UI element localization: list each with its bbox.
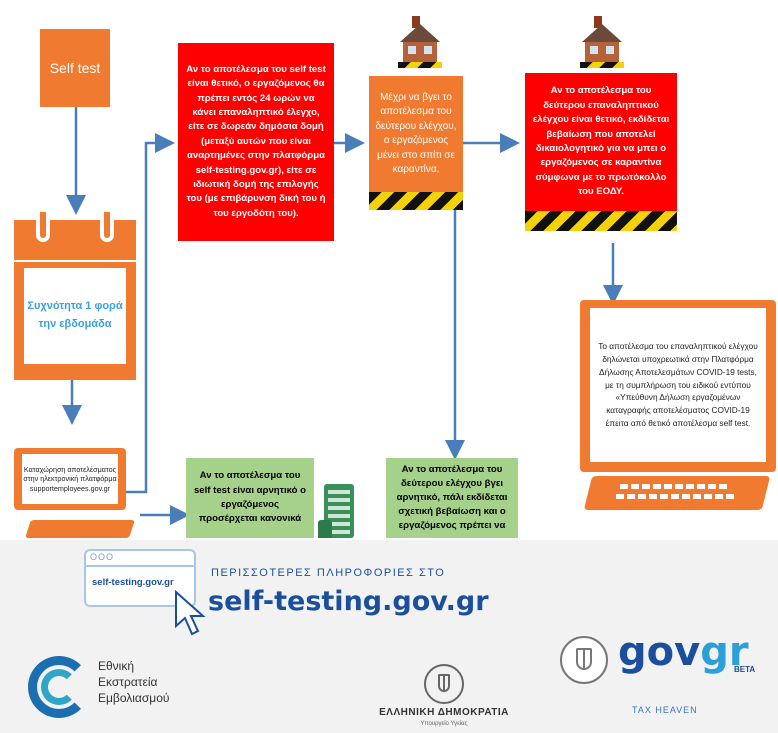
govgr-gr: gr <box>700 629 749 675</box>
registration-laptop: Καταχώρηση αποτελέσματος στην ηλεκτρονικ… <box>14 448 136 538</box>
registration-text: Καταχώρηση αποτελέσματος στην ηλεκτρονικ… <box>23 464 117 493</box>
quarantine-wait-box: Μέχρι να βγει το αποτέλεσμα του δεύτερου… <box>369 76 463 192</box>
negative-second-text: Αν το αποτέλεσμα του δεύτερου ελέγχου βγ… <box>396 464 508 531</box>
ministry-label: Υπουργείο Υγείας <box>420 721 468 727</box>
positive-first-box: Αν το αποτέλεσμα του self test είναι θετ… <box>178 43 334 241</box>
campaign-line-3: Εμβολιασμού <box>98 691 170 706</box>
positive-first-text: Αν το αποτέλεσμα του self test είναι θετ… <box>186 63 326 219</box>
building-icon <box>318 480 364 538</box>
taxheaven-logo: TAX HEAVEN <box>632 705 698 715</box>
campaign-text: Εθνική Εκστρατεία Εμβολιασμού <box>98 658 169 707</box>
govgr-beta: BETA <box>734 665 756 674</box>
negative-first-box: Αν το αποτέλεσμα του self test είναι αρν… <box>186 458 314 538</box>
cursor-icon <box>175 590 206 636</box>
positive-second-box: Αν το αποτέλεσμα του δεύτερου επαναληπτι… <box>525 73 677 211</box>
site-link[interactable]: self-testing.gov.gr <box>208 586 489 617</box>
hazard-stripe <box>369 192 463 210</box>
positive-second-text: Αν το αποτέλεσμα του δεύτερου επαναληπτι… <box>532 85 670 198</box>
frequency-text: Συχνότητα 1 φορά την εβδομάδα <box>27 300 123 330</box>
self-test-box: Self test <box>40 29 110 107</box>
negative-first-text: Αν το αποτέλεσμα του self test είναι αρν… <box>193 470 307 525</box>
campaign-logo-icon <box>28 656 90 718</box>
campaign-line-2: Εκστρατεία <box>98 675 158 690</box>
govgr-gov: gov <box>618 629 701 675</box>
republic-label: ΕΛΛΗΝΙΚΗ ΔΗΜΟΚΡΑΤΙΑ <box>379 707 509 718</box>
declaration-text: Το αποτέλεσμα του επαναληπτικού ελέγχου … <box>598 340 758 429</box>
house-icon <box>580 16 624 70</box>
self-test-label: Self test <box>49 59 101 76</box>
calendar-icon: Συχνότητα 1 φορά την εβδομάδα <box>14 208 136 380</box>
hazard-stripe <box>525 211 677 231</box>
arrow-register-to-positive <box>123 133 175 494</box>
govgr-logo: govgr <box>618 632 749 672</box>
house-icon <box>398 16 442 70</box>
greek-emblem-icon <box>424 664 464 704</box>
more-info-label: ΠΕΡΙΣΣΟΤΕΡΕΣ ΠΛΗΡΟΦΟΡΙΕΣ ΣΤΟ <box>211 567 446 579</box>
campaign-line-1: Εθνική <box>98 659 135 673</box>
browser-dots: OOO <box>90 552 115 562</box>
quarantine-wait-text: Μέχρι να βγει το αποτέλεσμα του δεύτερου… <box>375 91 457 176</box>
greek-emblem-icon <box>560 636 608 684</box>
negative-second-box: Αν το αποτέλεσμα του δεύτερου ελέγχου βγ… <box>386 458 518 538</box>
browser-url[interactable]: self-testing.gov.gr <box>92 577 174 588</box>
declaration-monitor: Το αποτέλεσμα του επαναληπτικού ελέγχου … <box>580 300 776 515</box>
